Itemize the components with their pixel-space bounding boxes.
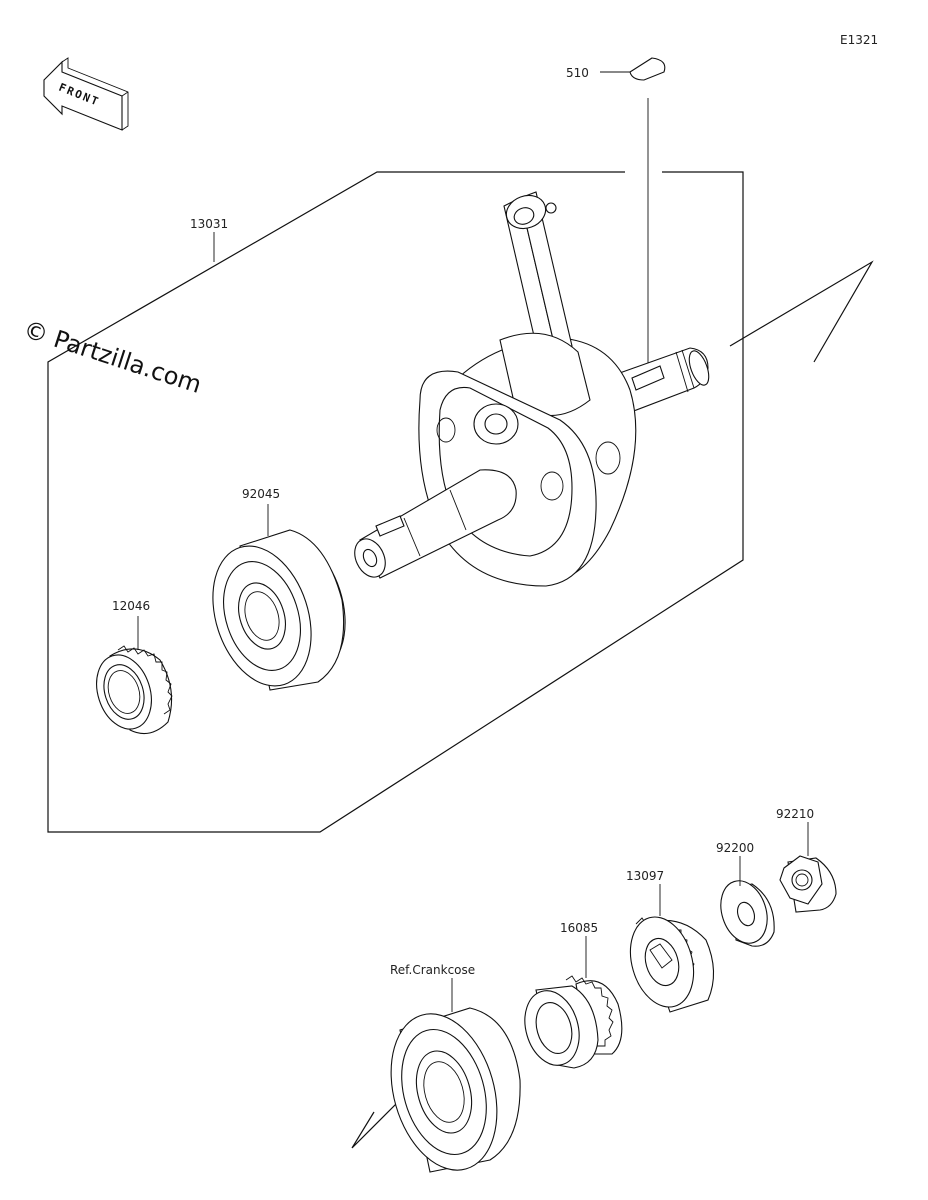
part-16085-gear[interactable]: 16085 xyxy=(517,921,623,1072)
part-12046-gear[interactable]: 12046 xyxy=(88,599,173,736)
label-510: 510 xyxy=(566,66,589,80)
part-crankcase-bearing[interactable]: Ref.Crankcose xyxy=(351,963,521,1183)
front-arrow-icon: FRONT xyxy=(43,57,129,131)
diagram-code: E1321 xyxy=(840,33,878,47)
part-92045-bearing[interactable]: 92045 xyxy=(196,487,362,699)
axis-arrow-left xyxy=(351,1089,411,1149)
label-ref-crankcase: Ref.Crankcose xyxy=(390,963,475,977)
axis-arrow-right xyxy=(729,260,874,363)
label-92210: 92210 xyxy=(776,807,814,821)
part-510-key[interactable]: 510 xyxy=(566,57,666,372)
part-92210-nut[interactable]: 92210 xyxy=(776,807,837,913)
label-16085: 16085 xyxy=(560,921,598,935)
label-92200: 92200 xyxy=(716,841,754,855)
label-13031: 13031 xyxy=(190,217,228,231)
assembly-box-13031: 13031 xyxy=(47,171,744,833)
label-13097: 13097 xyxy=(626,869,664,883)
part-92200-washer[interactable]: 92200 xyxy=(713,841,775,949)
label-92045: 92045 xyxy=(242,487,280,501)
part-13097-gear[interactable]: 13097 xyxy=(620,869,715,1014)
crankshaft[interactable] xyxy=(349,190,713,587)
label-12046: 12046 xyxy=(112,599,150,613)
